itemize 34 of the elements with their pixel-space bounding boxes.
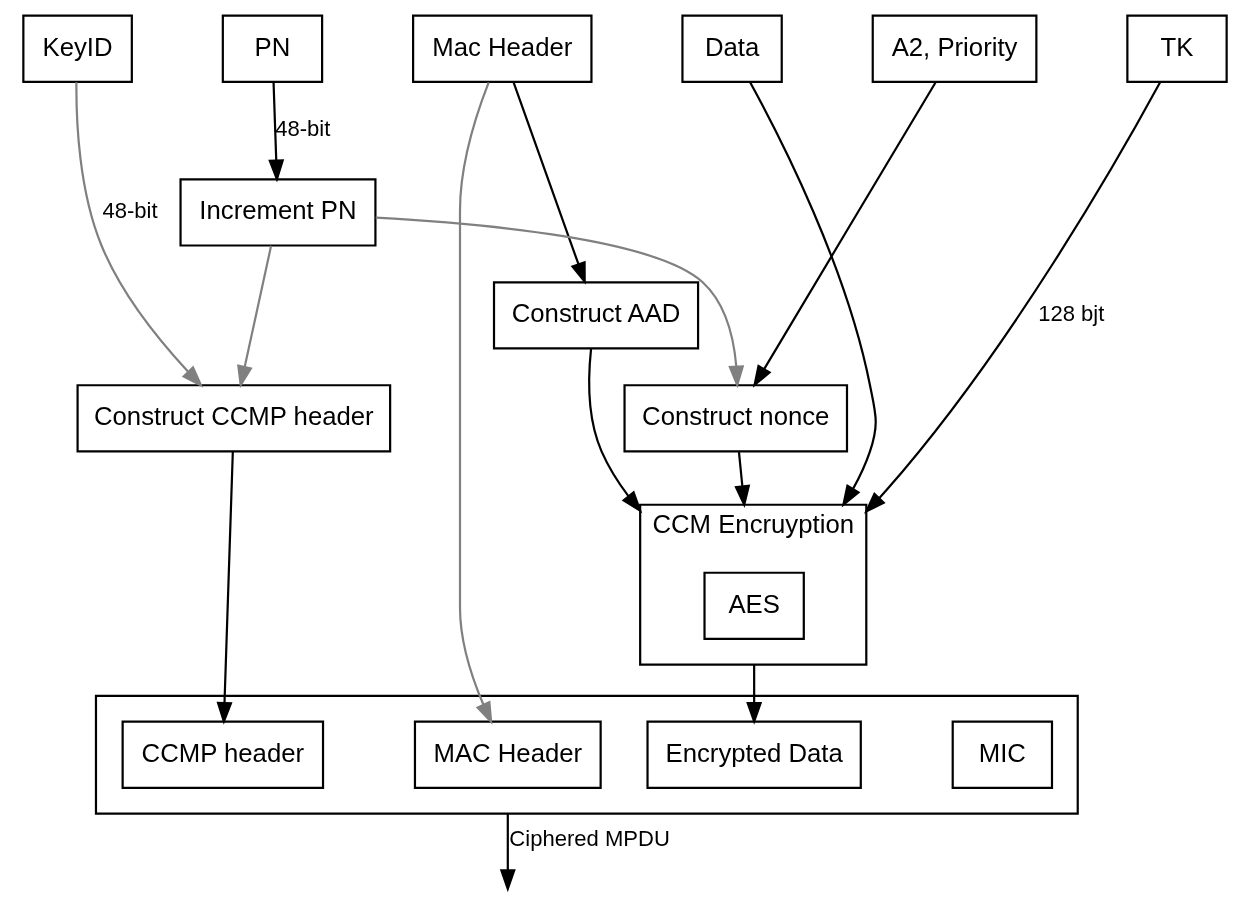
node-box: Increment PN [178,178,377,247]
node-box: AES [702,571,805,641]
arrow [74,82,203,388]
arrow [499,813,516,893]
arrow [512,81,586,285]
arrow [267,82,284,183]
node-box: Mac Header [411,14,593,83]
node-box: CCMP header [121,720,324,789]
arrow [752,81,936,388]
arrow [863,81,1161,514]
node-box: TK [1125,14,1228,83]
arrow [733,452,750,509]
edge-label: 128 bjt [1037,301,1104,327]
node-box: MAC Header [413,720,602,789]
arrow [375,216,744,389]
arrow [745,664,762,725]
edge-label: Ciphered MPDU [508,825,670,851]
node-box: Encrypted Data [645,720,862,789]
arrow [587,348,642,514]
node-box: Construct nonce [622,384,848,453]
arrow [236,245,272,389]
node-box: Construct CCMP header [76,384,391,453]
edge-label: 48-bit [274,116,330,142]
node-box: MIC [951,720,1053,789]
node-box: A2, Priority [871,14,1037,83]
node-box: PN [221,14,323,83]
node-box: Data [680,14,783,83]
arrow [216,451,234,725]
arrow [748,82,877,508]
edge-label: 48-bit [101,198,158,224]
node-box: Construct AAD [492,281,699,350]
arrow [458,82,492,725]
cluster [94,694,1079,815]
node-box: KeyID [21,14,133,83]
